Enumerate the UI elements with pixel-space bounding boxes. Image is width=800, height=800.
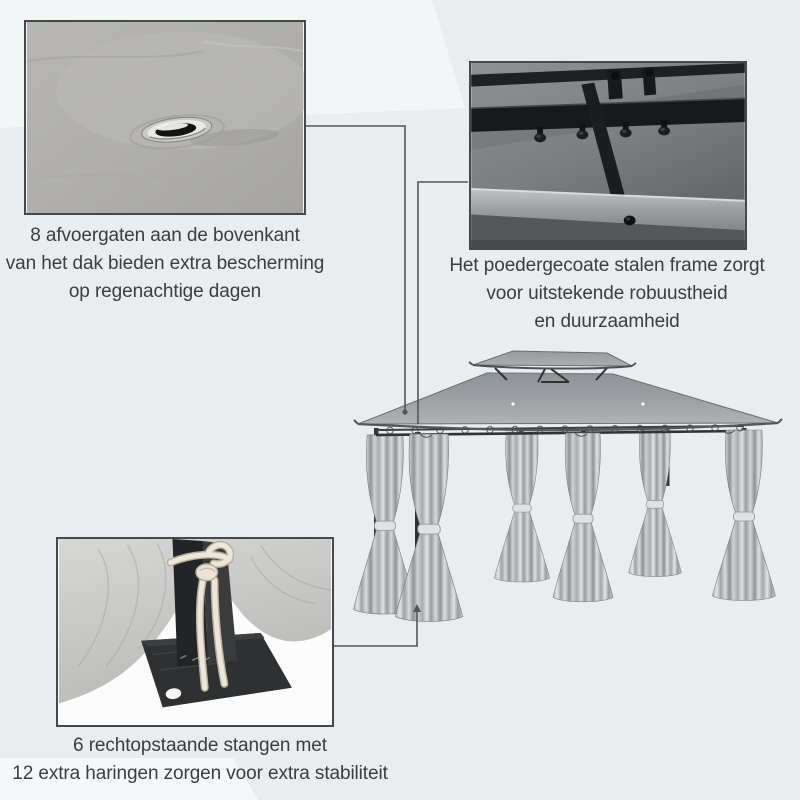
curtain-front-right	[712, 429, 776, 601]
steel-frame-illustration	[471, 63, 745, 248]
curtain-fabric	[58, 539, 332, 704]
drain-hole-caption: 8 afvoergaten aan de bovenkant van het d…	[0, 222, 340, 306]
tie-rope	[166, 540, 235, 692]
steel-beam	[471, 188, 745, 231]
caption-line: van het dak bieden extra bescherming	[5, 253, 325, 274]
caption-line: 8 afvoergaten aan de bovenkant	[30, 225, 300, 246]
curtain-front-middle	[552, 432, 614, 603]
grommet-drain-hole	[129, 114, 225, 150]
steel-frame-inset-photo	[469, 61, 747, 250]
gazebo-product-image	[353, 350, 783, 622]
caption-line: 6 rechtopstaande stangen met	[73, 735, 327, 756]
pole-base-illustration	[58, 539, 332, 725]
cross-bar	[471, 98, 745, 132]
curtain-back-left	[494, 431, 550, 583]
steel-frame-caption: Het poedergecoate stalen frame zorgt voo…	[432, 252, 782, 336]
curtain-back-right	[628, 429, 682, 577]
caption-line: op regenachtige dagen	[68, 281, 262, 302]
caption-line: Het poedergecoate stalen frame zorgt	[449, 255, 765, 276]
pole-base-inset-photo	[56, 537, 334, 727]
curtain-front-left	[394, 433, 464, 622]
bracket	[607, 66, 657, 100]
drain-hole-illustration	[26, 22, 304, 213]
drain-hole-inset-photo	[24, 20, 306, 215]
caption-line: en duurzaamheid	[534, 311, 680, 332]
bolts	[534, 120, 670, 143]
stability-caption: 6 rechtopstaande stangen met 12 extra ha…	[5, 732, 395, 788]
caption-line: voor uitstekende robuustheid	[486, 283, 728, 304]
upper-tier-roof	[468, 350, 637, 383]
frieze-ornament	[386, 424, 744, 438]
caption-line: 12 extra haringen zorgen voor extra stab…	[12, 763, 388, 784]
